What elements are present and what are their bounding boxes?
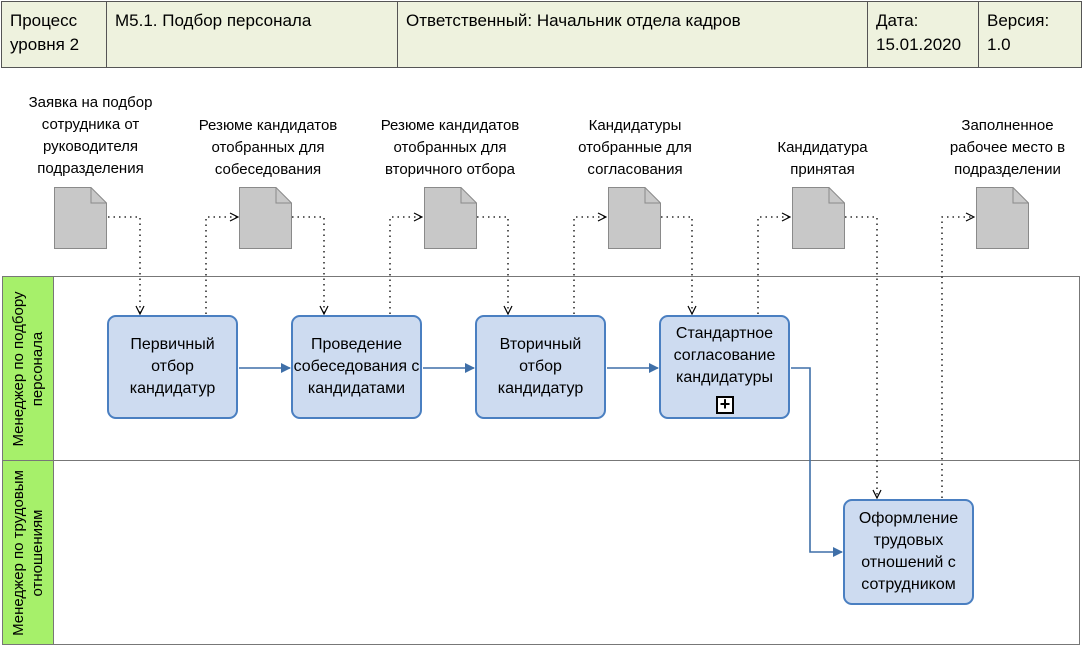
lane-header-labor-relations: Менеджер по трудовым отношениям xyxy=(2,460,54,645)
task-primary-selection[interactable]: Первичный отбор кандидатур xyxy=(107,315,238,419)
doc-label-resumes-secondary: Резюме кандидатов отобранных для вторичн… xyxy=(380,117,520,178)
subprocess-expand-icon[interactable]: + xyxy=(716,395,734,414)
document-icon xyxy=(976,187,1029,249)
task-secondary-selection[interactable]: Вторичный отбор кандидатур xyxy=(475,315,606,419)
document-icon xyxy=(239,187,292,249)
doc-label-candidates-approval: Кандидатуры отобранные для согласования xyxy=(578,117,692,178)
process-date-cell: Дата: 15.01.2020 xyxy=(867,1,979,68)
document-icon xyxy=(424,187,477,249)
process-header: Процесс уровня 2 М5.1. Подбор персонала … xyxy=(0,0,1083,70)
task-employment-registration[interactable]: Оформление трудовых отношений с сотрудни… xyxy=(843,499,974,605)
doc-label-workplace: Заполненное рабочее место в подразделени… xyxy=(949,117,1066,178)
document-icon xyxy=(792,187,845,249)
process-owner-cell: Ответственный: Начальник отдела кадров xyxy=(397,1,868,68)
task-interview[interactable]: Проведение собеседования с кандидатами xyxy=(291,315,422,419)
process-version-cell: Версия: 1.0 xyxy=(978,1,1082,68)
doc-label-candidate-accepted: Кандидатура принятая xyxy=(777,139,868,178)
doc-label-resumes-interview: Резюме кандидатов отобранных для собесед… xyxy=(198,117,338,178)
process-name-cell: М5.1. Подбор персонала xyxy=(106,1,398,68)
process-level-cell: Процесс уровня 2 xyxy=(1,1,107,68)
doc-label-request: Заявка на подбор сотрудника от руководит… xyxy=(28,94,153,177)
document-icon xyxy=(608,187,661,249)
document-icon xyxy=(54,187,107,249)
task-standard-approval-label: Стандартное согласование кандидатуры xyxy=(673,325,776,386)
